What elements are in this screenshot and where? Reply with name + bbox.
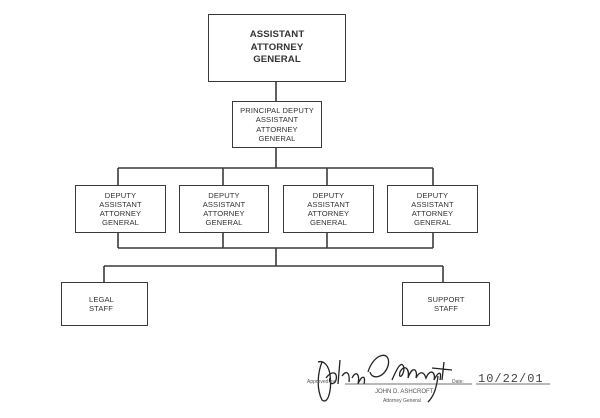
box-label: DEPUTY ASSISTANT ATTORNEY GENERAL <box>202 190 246 228</box>
legal-staff-box: LEGAL STAFF <box>61 282 148 326</box>
deputy-box-1: DEPUTY ASSISTANT ATTORNEY GENERAL <box>75 185 166 233</box>
support-staff-box: SUPPORT STAFF <box>402 282 490 326</box>
deputy-box-3: DEPUTY ASSISTANT ATTORNEY GENERAL <box>283 185 374 233</box>
signer-name: JOHN D. ASHCROFT <box>375 389 434 395</box>
date-label: Date: <box>452 379 464 385</box>
box-label: PRINCIPAL DEPUTY ASSISTANT ATTORNEY GENE… <box>240 106 314 143</box>
deputy-box-2: DEPUTY ASSISTANT ATTORNEY GENERAL <box>179 185 269 233</box>
signature <box>317 354 453 403</box>
signer-title: Attorney General <box>383 398 421 404</box>
box-label: ASSISTANT ATTORNEY GENERAL <box>249 29 305 66</box>
approved-by-label: Approved by: <box>307 379 337 385</box>
box-label: LEGAL STAFF <box>89 294 114 313</box>
box-label: DEPUTY ASSISTANT ATTORNEY GENERAL <box>99 190 142 228</box>
box-label: DEPUTY ASSISTANT ATTORNEY GENERAL <box>411 190 454 228</box>
box-label: DEPUTY ASSISTANT ATTORNEY GENERAL <box>307 190 350 228</box>
approval-date: 10/22/01 <box>478 372 544 386</box>
deputy-box-4: DEPUTY ASSISTANT ATTORNEY GENERAL <box>387 185 478 233</box>
assistant-attorney-general-box: ASSISTANT ATTORNEY GENERAL <box>208 14 346 82</box>
principal-deputy-box: PRINCIPAL DEPUTY ASSISTANT ATTORNEY GENE… <box>232 101 322 148</box>
box-label: SUPPORT STAFF <box>427 294 465 313</box>
